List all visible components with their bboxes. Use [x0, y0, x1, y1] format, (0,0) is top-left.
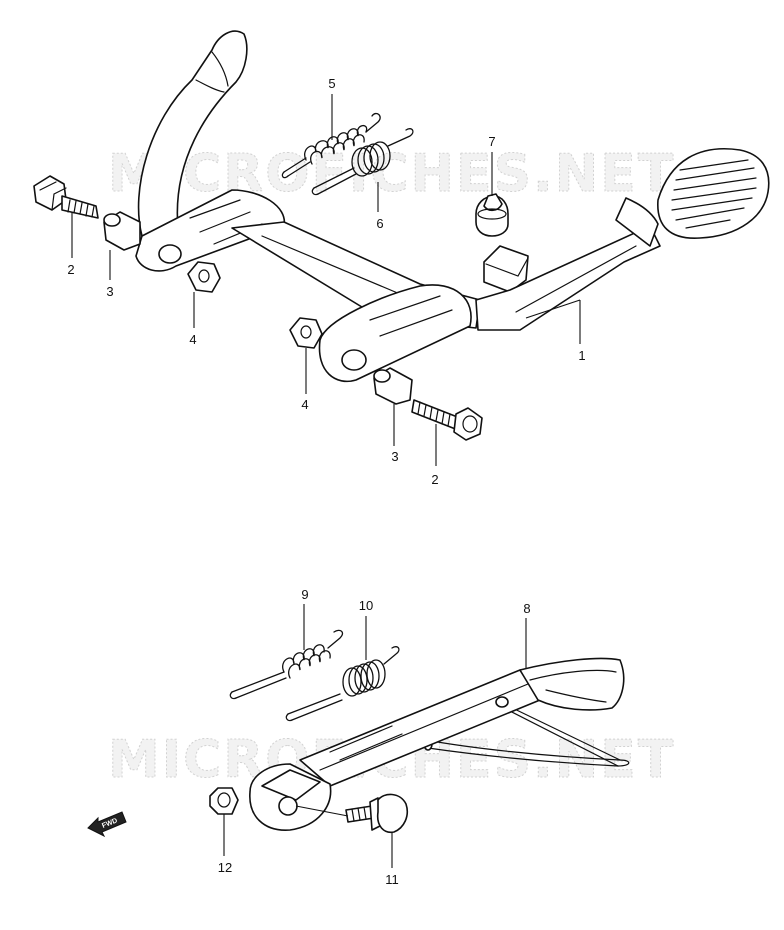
spring-9[interactable]	[229, 629, 344, 700]
callout-6: 6	[376, 216, 383, 231]
callout-3-center: 3	[391, 449, 398, 464]
callout-12: 12	[218, 860, 232, 875]
side-stand[interactable]	[249, 657, 630, 831]
center-stand[interactable]	[135, 30, 770, 383]
spring-6[interactable]	[311, 128, 414, 196]
left-pivot-hole	[158, 244, 182, 264]
callout-10: 10	[359, 598, 373, 613]
spring-5[interactable]	[281, 112, 381, 179]
collar-upper-left[interactable]	[103, 211, 141, 251]
callout-2-center: 2	[431, 472, 438, 487]
fwd-arrow-icon: FWD	[87, 811, 127, 838]
nut-center[interactable]	[289, 317, 323, 349]
callout-3-upper: 3	[106, 284, 113, 299]
callout-2-upper: 2	[67, 262, 74, 277]
right-pivot-hole	[341, 349, 367, 371]
bolt-center[interactable]	[411, 399, 483, 441]
callout-9: 9	[301, 587, 308, 602]
leader-lines	[71, 94, 581, 868]
spring-10[interactable]	[285, 646, 400, 722]
watermark-top: MICROFICHES.NET	[108, 144, 675, 204]
callout-7: 7	[488, 134, 495, 149]
callout-1: 1	[578, 348, 585, 363]
nut-12[interactable]	[209, 787, 239, 815]
rubber-stopper[interactable]	[475, 193, 509, 237]
callout-labels: 1 2 3 4 4 3 2 5 6 7 8 9 10 11 12	[67, 76, 585, 887]
callout-8: 8	[523, 601, 530, 616]
pedal-grip-ridges	[671, 159, 757, 229]
callout-4-center: 4	[301, 397, 308, 412]
callout-11: 11	[385, 872, 399, 887]
bolt-11[interactable]	[345, 793, 409, 834]
callout-5: 5	[328, 76, 335, 91]
nut-upper-left[interactable]	[187, 261, 221, 293]
callout-4-upper: 4	[189, 332, 196, 347]
collar-center[interactable]	[373, 367, 413, 405]
bolt-upper-left[interactable]	[33, 175, 99, 219]
